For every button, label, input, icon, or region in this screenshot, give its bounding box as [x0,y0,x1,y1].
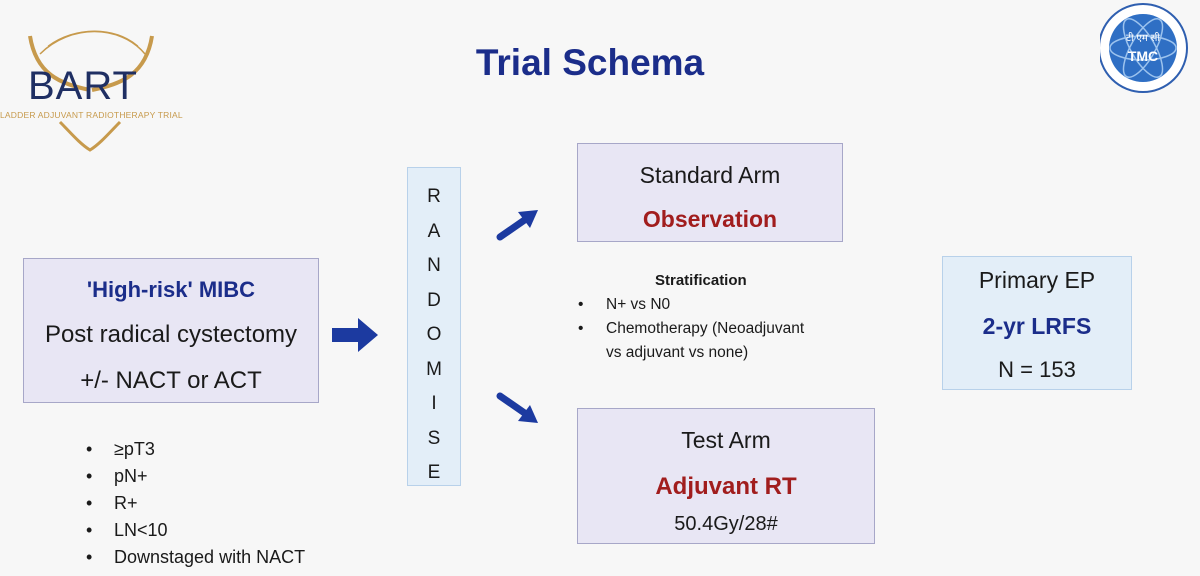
randomise-letter: R [427,186,441,207]
bart-logo-graphic [28,30,154,152]
stratification-continuation: vs adjuvant vs none) [606,344,749,361]
eligibility-line-3: +/- NACT or ACT [80,367,262,394]
sample-size: N = 153 [998,357,1076,382]
arrow-down-right-icon [496,392,538,423]
stratification-list: N+ vs N0 Chemotherapy (Neoadjuvant [578,293,804,341]
list-item: N+ vs N0 [578,293,804,317]
tmc-logo: टी एम सी TMC [1098,0,1200,100]
list-item: pN+ [86,463,305,490]
list-item: LN<10 [86,517,305,544]
bart-logo: BART LADDER ADJUVANT RADIOTHERAPY TRIAL [0,14,200,152]
list-item: ≥pT3 [86,436,305,463]
primary-endpoint-title: Primary EP [978,267,1096,293]
tmc-hindi-text: टी एम सी [1125,33,1161,44]
randomise-letter: I [431,393,437,414]
primary-endpoint-measure: 2-yr LRFS [982,313,1092,339]
randomise-letter: N [427,255,441,276]
list-item: Chemotherapy (Neoadjuvant [578,317,804,341]
randomise-box: R A N D O M I S E [407,167,461,486]
tmc-emblem-icon [1098,3,1188,93]
stratification-heading: Stratification [655,272,747,289]
eligibility-box: 'High-risk' MIBC Post radical cystectomy… [23,258,319,403]
logo-wordmark: BART [28,64,138,108]
randomise-letter: M [426,358,442,380]
standard-arm-box: Standard Arm Observation [577,143,843,242]
primary-endpoint-box: Primary EP 2-yr LRFS N = 153 [942,256,1132,390]
test-arm-title: Test Arm [681,427,771,453]
standard-arm-title: Standard Arm [639,162,781,188]
randomise-letter: A [427,220,441,242]
test-arm-treatment: Adjuvant RT [655,473,797,500]
arrow-up-right-icon [496,210,538,241]
randomise-letter: E [427,462,441,483]
list-item: R+ [86,490,305,517]
randomise-letter: D [427,289,441,311]
eligibility-heading: 'High-risk' MIBC [86,277,256,302]
test-arm-box: Test Arm Adjuvant RT 50.4Gy/28# [577,408,875,544]
standard-arm-treatment: Observation [642,206,778,232]
randomise-letters: R A N D O M I S E [408,180,460,491]
test-arm-dose: 50.4Gy/28# [674,513,778,535]
page-title: Trial Schema [475,42,705,83]
eligibility-line-2: Post radical cystectomy [44,321,298,348]
tmc-name: TMC [1127,48,1159,64]
randomise-letter: S [427,427,441,449]
randomise-letter: O [426,324,442,345]
list-item: Downstaged with NACT [86,544,305,571]
criteria-list: ≥pT3 pN+ R+ LN<10 Downstaged with NACT [86,436,305,571]
logo-subtitle: LADDER ADJUVANT RADIOTHERAPY TRIAL [0,110,183,120]
arrow-right-icon [332,318,378,352]
